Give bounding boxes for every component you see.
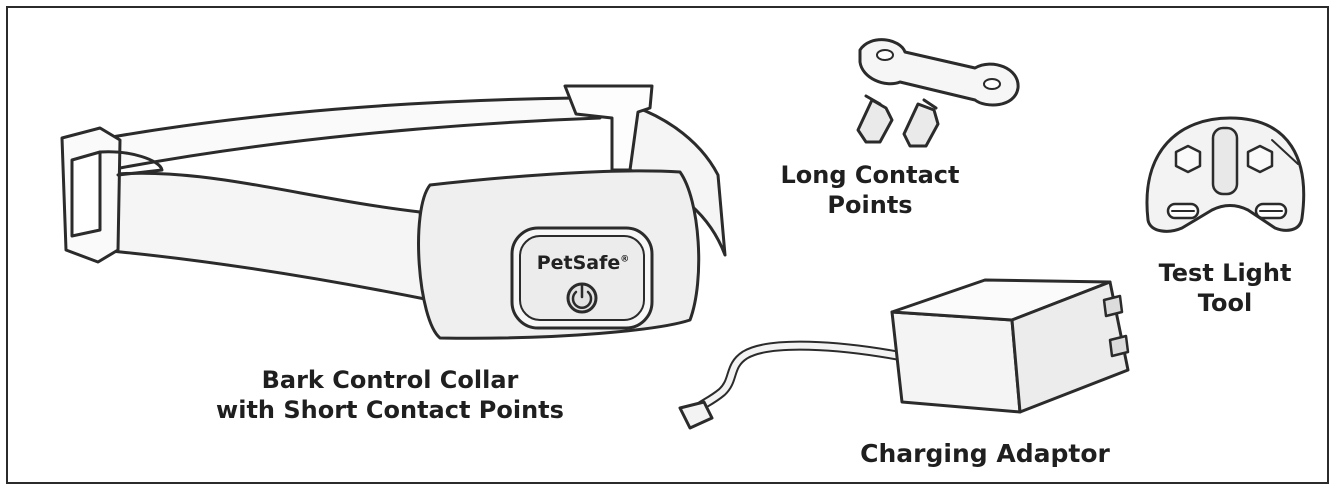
adaptor-plug xyxy=(678,400,714,430)
long-contact-points-label: Long Contact Points xyxy=(760,160,980,220)
brand-logo: PetSafe® xyxy=(536,252,630,274)
contact-post-1 xyxy=(856,98,894,144)
test-light-label-line-1: Test Light xyxy=(1158,259,1292,287)
charging-adaptor xyxy=(678,278,1130,430)
collar-strap-back xyxy=(93,96,602,170)
contact-post-2 xyxy=(902,102,940,148)
collar-label-line-2: with Short Contact Points xyxy=(216,396,564,424)
charging-adaptor-label: Charging Adaptor xyxy=(860,439,1110,468)
long-contact-points xyxy=(856,38,1020,148)
collar-label: Bark Control Collar with Short Contact P… xyxy=(170,365,610,425)
long-contact-label-line-2: Points xyxy=(827,191,913,219)
collar-label-line-1: Bark Control Collar xyxy=(261,366,519,394)
bark-control-collar xyxy=(60,84,727,340)
test-light-tool xyxy=(1145,116,1306,233)
test-light-label-line-2: Tool xyxy=(1197,289,1253,317)
long-contact-label-line-1: Long Contact xyxy=(780,161,960,189)
power-icon xyxy=(566,282,598,314)
contact-wrench xyxy=(858,38,1020,107)
test-light-tool-label: Test Light Tool xyxy=(1150,258,1300,318)
collar-strap-front xyxy=(98,171,432,302)
adaptor-cable xyxy=(691,340,905,415)
adaptor-box xyxy=(890,310,1022,414)
